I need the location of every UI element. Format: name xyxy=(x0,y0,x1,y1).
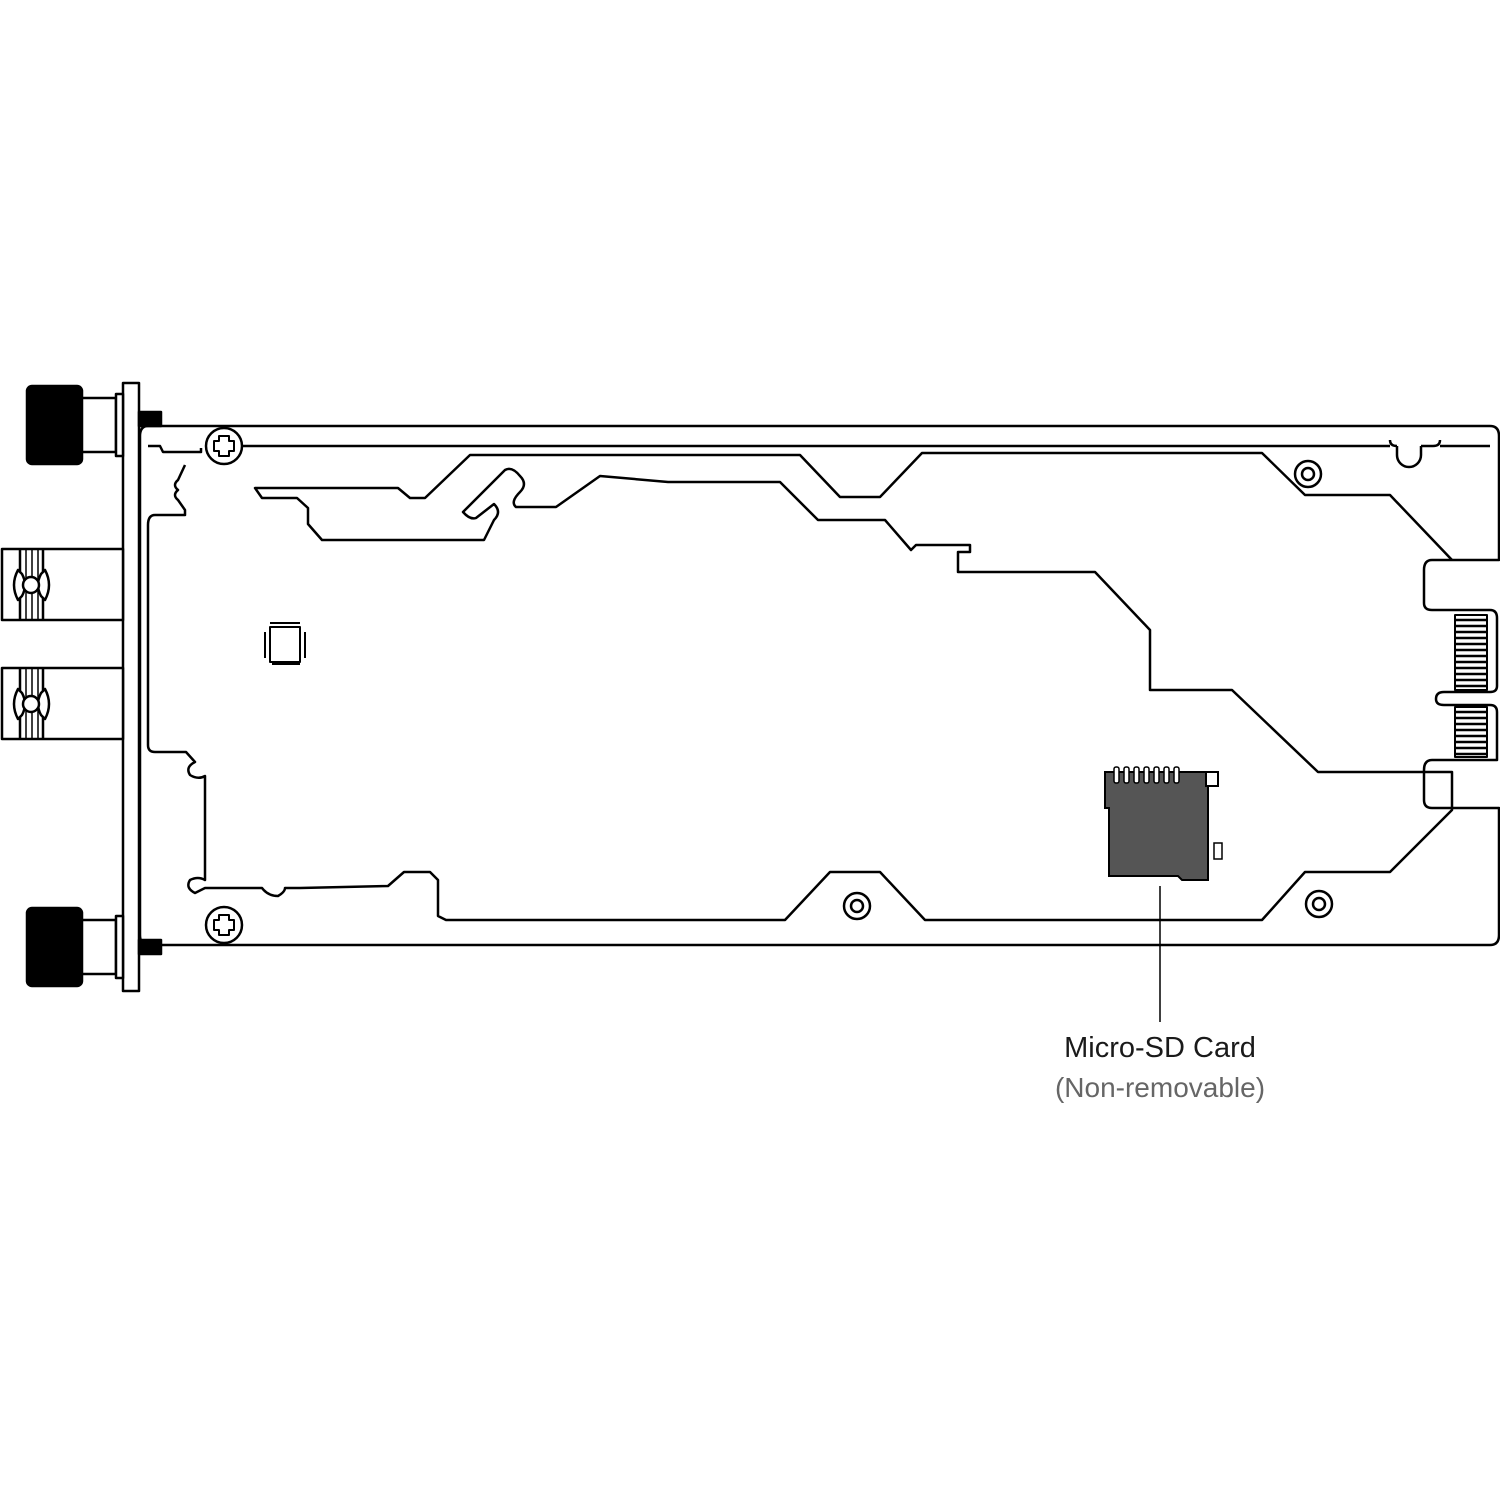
bnc-connector-2 xyxy=(0,666,125,741)
thumbscrew-bottom xyxy=(25,906,125,988)
front-panel xyxy=(121,381,163,993)
top-notch xyxy=(1388,439,1442,469)
thumbscrew-top xyxy=(25,384,125,466)
pcb-outline xyxy=(138,424,1500,947)
mounting-hole-1 xyxy=(1293,459,1323,489)
bnc-connector-1 xyxy=(0,547,125,622)
mounting-screw-top xyxy=(204,426,244,466)
callout-title: Micro-SD Card xyxy=(1064,1032,1256,1064)
mounting-hole-3 xyxy=(1304,889,1334,919)
callout-subtitle: (Non-removable) xyxy=(1054,1072,1266,1103)
copper-region xyxy=(146,451,1454,922)
inner-border-top xyxy=(148,444,1490,454)
micro-sd-card-slot xyxy=(1104,766,1223,881)
ic-chip xyxy=(264,622,306,665)
mounting-hole-2 xyxy=(842,891,872,921)
edge-connector-pins xyxy=(1456,618,1486,756)
mounting-screw-bottom xyxy=(204,905,244,945)
